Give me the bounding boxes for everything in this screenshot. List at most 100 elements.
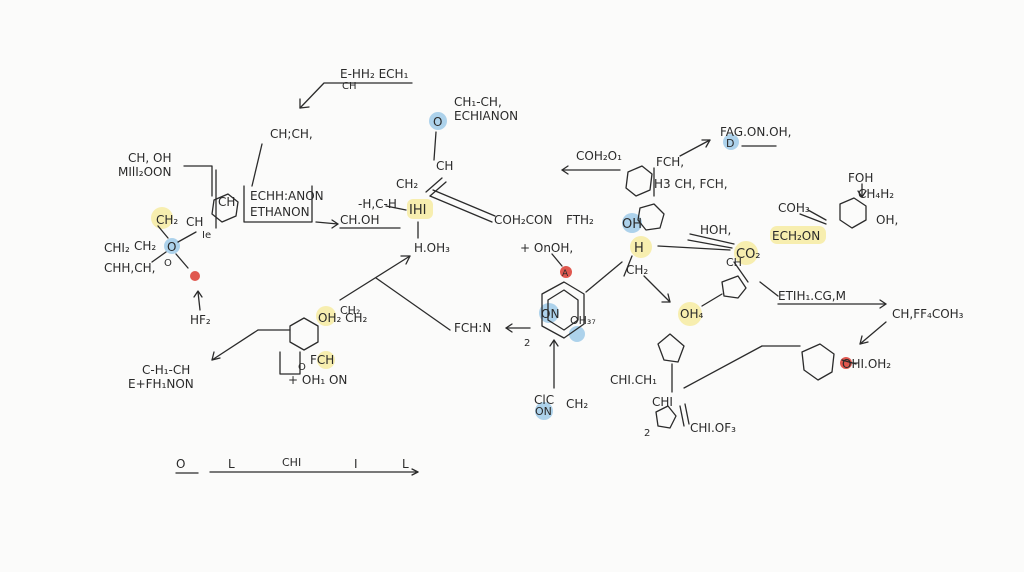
labels: E-HH₂ ECH₁ CH CH₁-CH, ECHIANON O CH;CH, … — [104, 67, 964, 471]
label-62: CH₂ — [566, 397, 588, 411]
highlight-blue-oh3-ring — [569, 326, 585, 342]
label-57: E+FH₁NON — [128, 377, 194, 391]
label-34: OH — [622, 217, 642, 232]
bond-ch2-down — [623, 255, 633, 277]
bond-oh4-ring — [701, 293, 723, 307]
ring-bottom-left — [289, 317, 319, 351]
label-35: + OnOH, — [520, 241, 573, 255]
bond-center-left — [385, 205, 407, 211]
label-44: COH₃ — [778, 201, 810, 215]
arrowhead-ch2f-ring — [859, 335, 869, 345]
bond-ech-ring — [799, 213, 827, 225]
highlight-blue-on-bottom — [535, 402, 553, 420]
bond-bottom-b — [684, 403, 690, 425]
bond-center-a — [429, 195, 493, 223]
label-26: COH₂CON — [494, 213, 552, 227]
label-1: E-HH₂ ECH₁ — [340, 67, 409, 81]
scatter-3 — [151, 251, 167, 263]
label-31: H3 CH, FCH, — [654, 177, 728, 191]
bond-center-up — [429, 181, 447, 197]
label-59: FCH — [310, 353, 334, 367]
label-69: O — [176, 457, 185, 471]
bond-ring-to-ch2 — [585, 261, 623, 293]
label-67: CHI.OF₃ — [690, 421, 736, 435]
highlight-yellow-oh4 — [678, 302, 702, 326]
highlight-yellow-oh2ch2 — [316, 306, 336, 326]
highlight-yellow-h — [630, 236, 652, 258]
arrowhead-top-curve — [299, 98, 310, 109]
label-29: COH₂O₁ — [576, 149, 622, 163]
arrowhead-bottom — [411, 468, 419, 476]
arrowhead-to-coh2o1 — [561, 165, 569, 175]
bond-co2-down — [733, 261, 749, 283]
arrow-to-choh — [315, 221, 339, 225]
label-4: ECHIANON — [454, 109, 518, 123]
scatter-4 — [175, 253, 189, 269]
bond-long-diag — [683, 345, 763, 389]
bond-mid-diag — [375, 277, 451, 331]
label-33: D — [726, 137, 734, 150]
label-11: ETHANON — [250, 205, 310, 219]
highlight-blue-d — [723, 134, 739, 150]
label-7: CH, OH — [128, 151, 172, 165]
label-40: ECH₂ON — [772, 229, 820, 243]
highlight-blue-oh-ring — [622, 213, 642, 233]
label-63: ON — [535, 405, 552, 418]
label-55: CH,FF₄COH₃ — [892, 307, 964, 321]
label-24: IHI — [409, 203, 426, 218]
highlight-blue-o-top — [429, 112, 447, 130]
arrowhead-ch2-oh4 — [661, 293, 671, 303]
highlight-yellow-ech2on — [770, 226, 826, 244]
label-70: L — [228, 457, 235, 471]
highlights — [151, 112, 852, 420]
label-32: FAG.ON.OH, — [720, 125, 791, 139]
ring-small-right — [721, 275, 747, 299]
label-66: 2 — [644, 428, 650, 439]
bond-o-down — [433, 131, 437, 161]
label-46: CH — [726, 256, 742, 269]
label-30: FCH, — [656, 155, 684, 169]
arrowhead-to-choh — [331, 219, 339, 229]
arrowhead-to-fag — [701, 139, 711, 148]
label-12: CH₂ — [156, 213, 178, 227]
ring-central — [541, 281, 585, 339]
bonds-and-arrows — [151, 82, 887, 476]
highlight-blue-on-ring — [539, 303, 559, 323]
label-47: ETIH₁.CG,M — [778, 289, 846, 303]
ring-left — [211, 193, 239, 223]
highlight-blue-o-left — [164, 238, 180, 254]
arrowhead-ring-down — [549, 339, 559, 347]
bond-center-up2 — [425, 177, 443, 193]
arrow-top-curve — [299, 82, 413, 109]
label-16: CH₂ — [134, 239, 156, 253]
label-71: CHI — [282, 456, 301, 469]
label-37: H — [634, 241, 644, 256]
label-27: FTH₂ — [566, 213, 594, 227]
label-13: CH — [186, 215, 203, 229]
arrow-ch2-oh4 — [643, 275, 671, 303]
arrow-down-left — [211, 329, 259, 361]
arrow-into-etih — [759, 281, 779, 297]
scatter-2 — [177, 231, 197, 243]
arrowhead-etih — [879, 299, 887, 309]
ring-central-inner — [547, 289, 579, 331]
label-17: O — [167, 240, 176, 254]
label-64: CHI.CH₁ — [610, 373, 657, 387]
bond-coh3 — [807, 209, 827, 221]
label-22: CH₂ — [396, 177, 418, 191]
arrowhead-hf2 — [193, 290, 203, 298]
arrow-ch2f-ring — [859, 321, 887, 345]
bond-bottom-a — [679, 405, 685, 427]
bond-bottom-left-tail — [279, 351, 301, 375]
label-42: FOH — [848, 171, 873, 185]
label-28: H.OH₃ — [414, 241, 450, 255]
label-5: O — [433, 115, 442, 129]
label-3: CH₁-CH, — [454, 95, 502, 109]
ring-bottom-small — [655, 405, 677, 429]
highlight-yellow-ch2-left — [151, 207, 173, 229]
label-52: OH₃₇ — [570, 314, 596, 327]
bond-ch-ech — [251, 143, 263, 187]
bond-h-co2-b — [689, 233, 735, 245]
label-58: O — [298, 362, 306, 373]
